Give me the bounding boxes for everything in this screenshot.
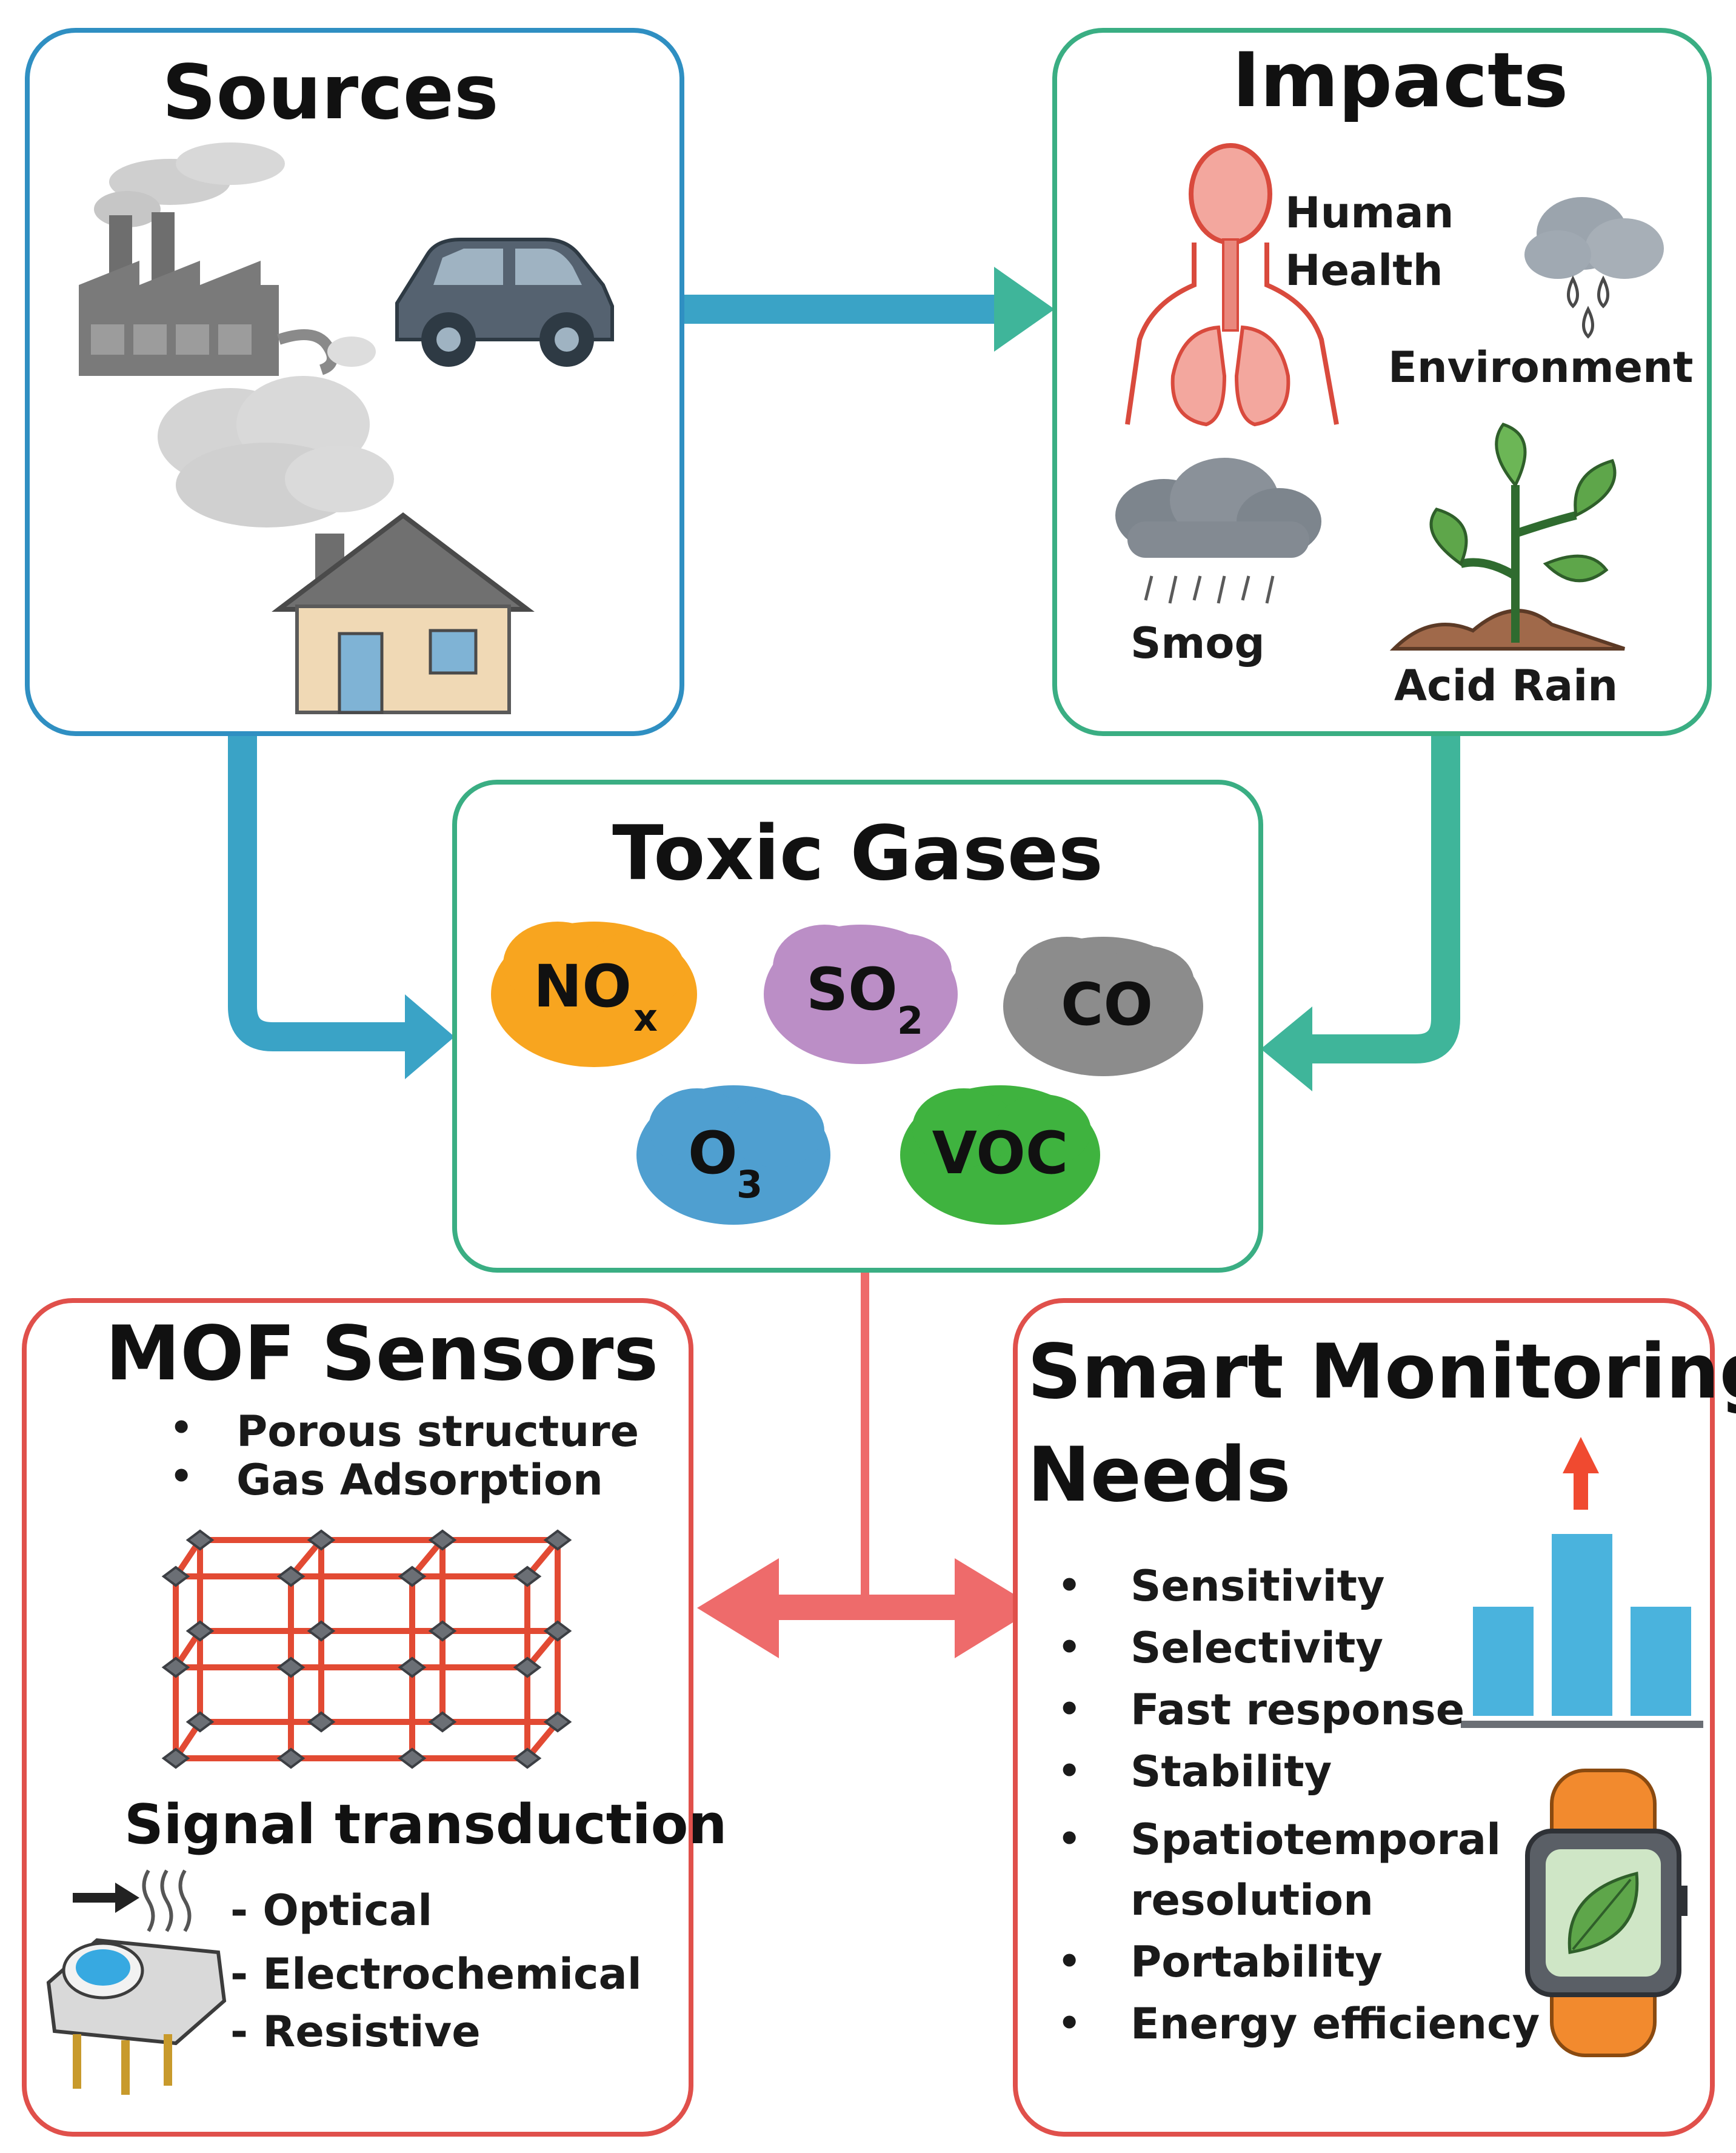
toxic-gases-title: Toxic Gases (612, 810, 1103, 897)
smart-monitoring-title-line1: Smart Monitoring (1027, 1328, 1736, 1416)
bullet-dot: • (170, 1455, 193, 1498)
arrow-head-toxic-right (1261, 1006, 1312, 1091)
gas-label-voc: VOC (932, 1119, 1069, 1187)
car-icon (395, 238, 614, 367)
bullet-dot: • (1058, 1940, 1081, 1983)
body-lungs-icon (1125, 143, 1339, 427)
need-portability: Portability (1130, 1937, 1383, 1987)
gas-cloud-nox: NO x (491, 922, 697, 1067)
toxic-gases-panel: Toxic Gases NO x SO 2 CO (452, 780, 1263, 1273)
bullet-dot: • (1058, 1564, 1081, 1607)
smog-cloud-icon (1115, 458, 1321, 604)
plant-icon (1389, 423, 1625, 651)
arrow-head-mof (697, 1558, 779, 1658)
gas-sub-nox: x (633, 996, 658, 1040)
need-stability: Stability (1130, 1747, 1332, 1796)
gas-cloud-o3: O 3 (636, 1085, 830, 1225)
need-fast-response: Fast response (1130, 1685, 1464, 1735)
gas-cloud-voc: VOC (900, 1085, 1100, 1225)
need-selectivity: Selectivity (1130, 1623, 1383, 1673)
mof-sensors-panel: MOF Sensors • Porous structure • Gas Ads… (22, 1298, 727, 2137)
gas-cloud-so2: SO 2 (764, 925, 958, 1064)
human-health-label-line1: Human (1285, 188, 1454, 238)
signal-item-electrochemical: - Electrochemical (230, 1949, 642, 1999)
arrow-head-smart (955, 1558, 1037, 1658)
sources-frame (25, 28, 684, 736)
arrow-head-impacts (994, 267, 1055, 352)
signal-item-optical: - Optical (230, 1886, 432, 1935)
need-energy-efficiency: Energy efficiency (1130, 1999, 1540, 2049)
bullet-dot: • (170, 1407, 193, 1449)
human-health-label-line2: Health (1285, 246, 1443, 295)
bar-chart-icon (1461, 1437, 1703, 1728)
sensor-chip-icon (46, 1869, 227, 2095)
impacts-title: Impacts (1232, 37, 1568, 124)
gas-sub-o3: 3 (736, 1162, 763, 1207)
arrow-sources-to-toxic (228, 734, 412, 1051)
bullet-dot: • (1058, 2002, 1081, 2044)
acid-rain-label: Acid Rain (1394, 661, 1618, 711)
gas-cloud-co: CO (1003, 937, 1203, 1076)
signal-item-resistive: - Resistive (230, 2007, 481, 2057)
mof-bullet-adsorption: Gas Adsorption (236, 1455, 603, 1505)
arrow-sources-to-impacts (682, 295, 1003, 324)
sources-panel: Sources (25, 28, 684, 736)
connector-vertical (861, 1270, 869, 1610)
rain-cloud-icon (1524, 197, 1664, 339)
gas-sub-so2: 2 (897, 999, 923, 1043)
bullet-dot: • (1058, 1626, 1081, 1669)
factory-icon (79, 142, 376, 376)
signal-transduction-heading: Signal transduction (124, 1793, 727, 1857)
impacts-panel: Impacts Human Health Environment (1052, 28, 1712, 736)
bullet-dot: • (1058, 1818, 1081, 1860)
arrow-impacts-to-toxic (1303, 734, 1460, 1063)
need-sensitivity: Sensitivity (1130, 1561, 1385, 1611)
smartwatch-leaf-icon (1525, 1769, 1688, 2057)
smoke-icon (158, 376, 394, 527)
environment-label: Environment (1388, 343, 1693, 392)
need-spatiotemporal-cont: resolution (1130, 1875, 1374, 1925)
gas-label-co: CO (1061, 971, 1153, 1039)
gas-label-so2: SO (806, 956, 898, 1023)
bullet-dot: • (1058, 1750, 1081, 1792)
gas-label-o3: O (688, 1119, 738, 1187)
need-spatiotemporal: Spatiotemporal (1130, 1815, 1501, 1864)
smog-label: Smog (1130, 618, 1265, 668)
gas-label-nox: NO (533, 953, 632, 1020)
mof-sensors-frame (22, 1298, 693, 2137)
house-icon (272, 512, 535, 714)
mof-sensors-title: MOF Sensors (105, 1310, 658, 1398)
mof-lattice-icon (161, 1529, 572, 1769)
smart-monitoring-title-line2: Needs (1027, 1431, 1291, 1519)
sources-title: Sources (162, 49, 498, 136)
smart-monitoring-panel: Smart Monitoring Needs • Sensitivity • S… (1013, 1298, 1736, 2137)
arrow-head-toxic-left (405, 994, 455, 1079)
arrows (228, 267, 1460, 1658)
mof-bullet-porous: Porous structure (236, 1407, 639, 1456)
arrow-double-shaft (770, 1595, 964, 1620)
bullet-dot: • (1058, 1688, 1081, 1730)
